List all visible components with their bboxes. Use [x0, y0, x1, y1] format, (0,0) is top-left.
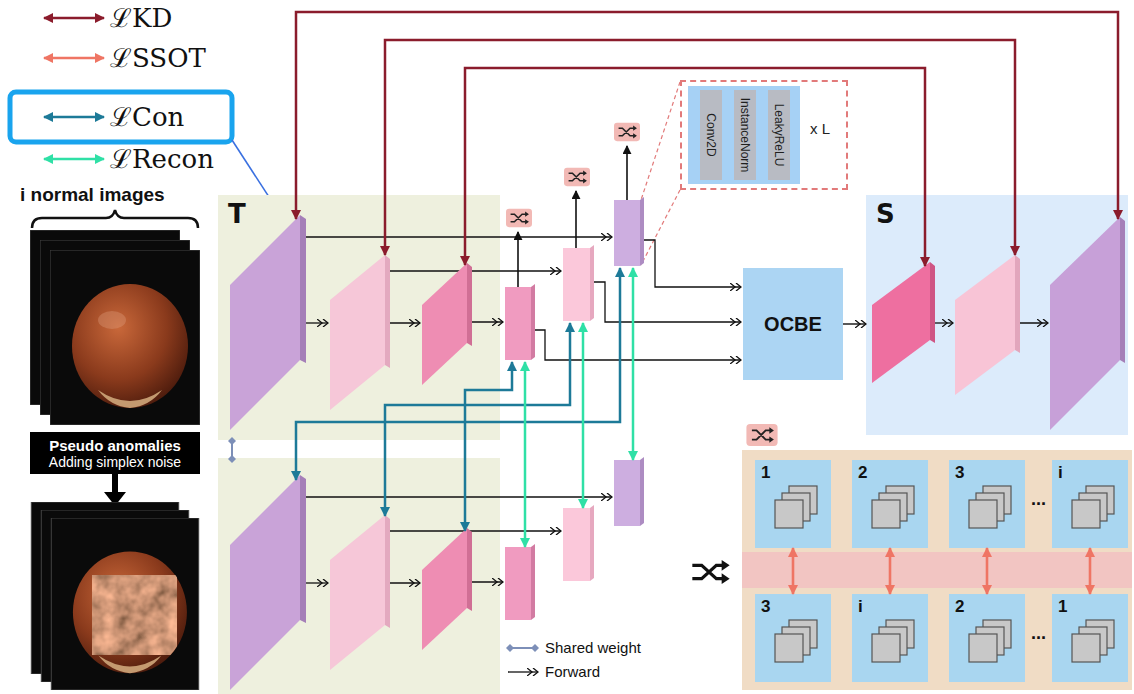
ssot-arrow: [792, 548, 795, 594]
layer-bar: Conv2D: [700, 90, 722, 180]
legend-label: Forward: [545, 663, 600, 681]
sample-group-box: 3: [949, 460, 1025, 548]
ssot-arrow: [986, 548, 989, 594]
student-panel: S: [866, 195, 1128, 435]
sample-group-box: 1: [755, 460, 831, 548]
ellipsis: ...: [1031, 623, 1046, 644]
legend-swatch: [40, 48, 108, 68]
image-stack: [30, 210, 200, 690]
node-text: 1: [1058, 597, 1067, 617]
legend-label: ℒCon: [110, 101, 184, 133]
node-text: T: [228, 199, 246, 229]
legend-label: ℒKD: [110, 2, 172, 34]
legend-swatch: [40, 149, 108, 169]
node-text: Conv2D: [704, 113, 718, 156]
node-text: 2: [955, 597, 964, 617]
node-text: Adding simplex noise: [49, 454, 181, 470]
con-loss-arrows: [296, 268, 620, 531]
node-text: i: [858, 597, 863, 617]
ssot-arrow: [889, 548, 892, 594]
conv-block-detail: x L Conv2D InstanceNorm LeakyReLU: [680, 80, 848, 190]
legend-swatch: [40, 8, 108, 28]
kd-loss-arrows: [296, 12, 1118, 266]
recon-loss-arrows: [525, 268, 633, 547]
shuffle-arrows: [518, 146, 627, 287]
ssot-arrow: [1089, 548, 1092, 594]
forward-wires: [302, 237, 1048, 583]
sample-group-box: i: [1052, 460, 1128, 548]
legend-swatch: [505, 664, 541, 680]
panels: [218, 82, 1132, 694]
node-text: Pseudo anomalies: [49, 437, 181, 454]
legend-label: ℒSSOT: [110, 42, 206, 74]
node-text: OCBE: [764, 313, 822, 336]
shuffled-group-box: 2: [949, 594, 1025, 682]
node-text: InstanceNorm: [738, 98, 752, 173]
shuffled-group-box: 3: [755, 594, 831, 682]
node-text: S: [876, 199, 895, 229]
pseudo-anomaly-box: Pseudo anomaliesAdding simplex noise: [30, 432, 200, 474]
teacher-panel: T: [218, 195, 500, 440]
legend-label: Shared weight: [545, 639, 641, 657]
node-text: 3: [955, 463, 964, 483]
shuffled-group-box: i: [852, 594, 928, 682]
legend-swatch: [505, 640, 541, 656]
node-text: 3: [761, 597, 770, 617]
node-text: i: [1058, 463, 1063, 483]
node-text: 2: [858, 463, 867, 483]
node-text: x L: [810, 120, 830, 137]
node-text: 1: [761, 463, 770, 483]
group-label: i normal images: [20, 184, 165, 206]
sample-group-box: 2: [852, 460, 928, 548]
ocbe-box: OCBE: [743, 268, 843, 380]
layer-bar: LeakyReLU: [768, 90, 790, 180]
forward-arrow: [843, 323, 866, 324]
shuffled-group-box: 1: [1052, 594, 1128, 682]
legend-swatch: [40, 107, 108, 127]
ellipsis: ...: [1031, 489, 1046, 510]
node-text: LeakyReLU: [772, 104, 786, 167]
legend-label: ℒRecon: [110, 143, 214, 175]
layer-bar: InstanceNorm: [734, 90, 756, 180]
feature-blocks: [228, 197, 1125, 690]
